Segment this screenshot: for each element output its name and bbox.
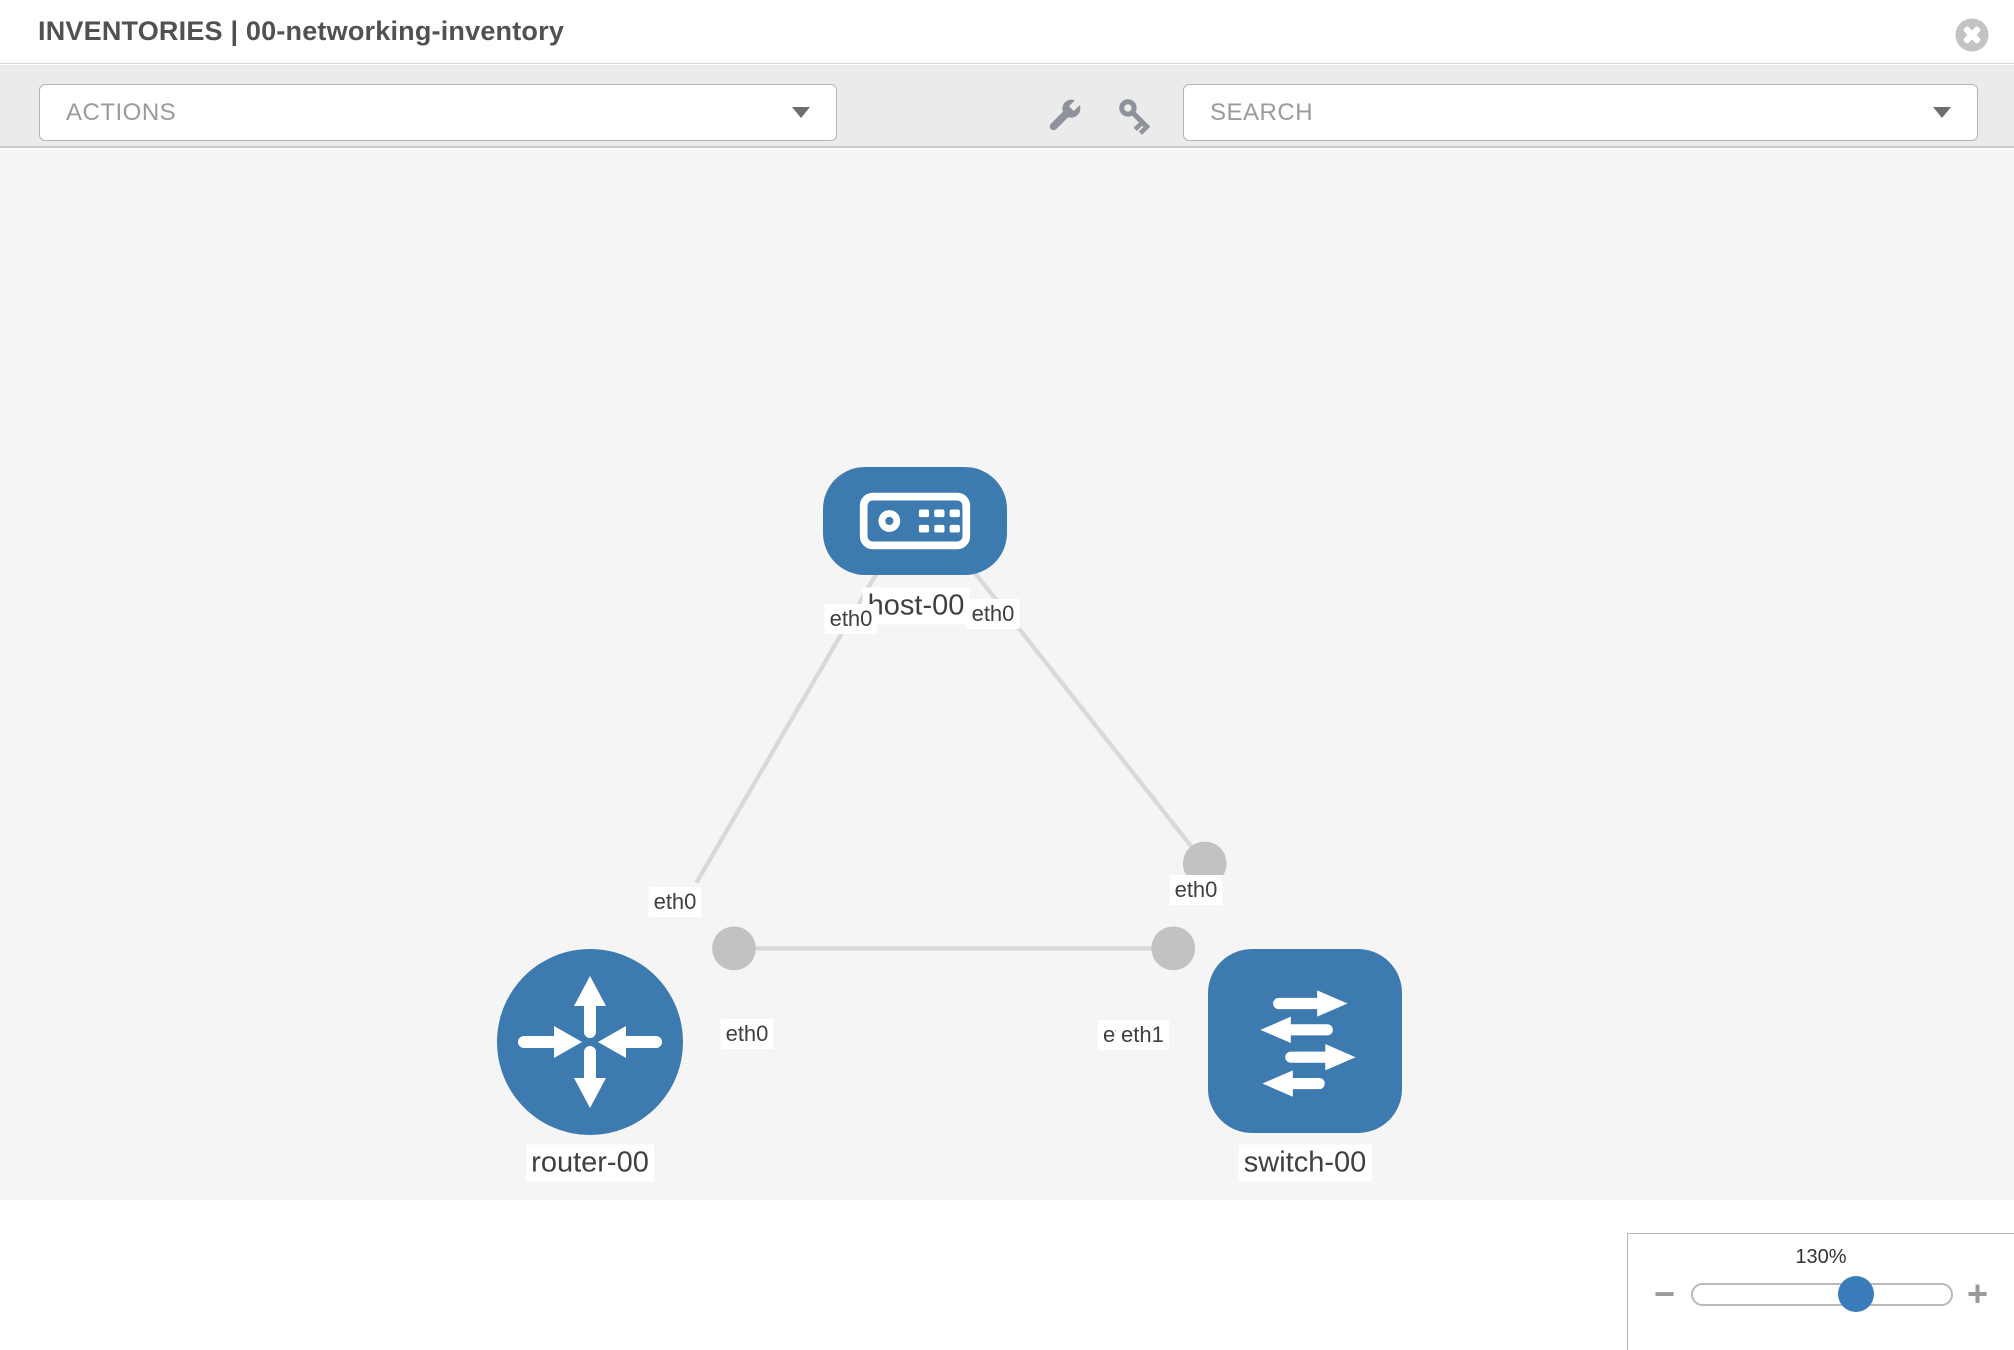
- zoom-out-button[interactable]: −: [1654, 1273, 1676, 1314]
- node-label-host: host-00: [862, 587, 970, 625]
- zoom-slider-handle[interactable]: [1837, 1276, 1874, 1312]
- topology-canvas[interactable]: host-00 router-00 switch-00 eth0 eth0 et…: [0, 150, 2014, 1350]
- chevron-down-icon: [1933, 107, 1951, 118]
- zoom-percentage: 130%: [1795, 1246, 1847, 1268]
- wrench-icon[interactable]: [1043, 93, 1087, 137]
- page-title: INVENTORIES | 00-networking-inventory: [38, 16, 565, 46]
- router-arrows-icon: [518, 976, 662, 1108]
- node-label-switch: switch-00: [1238, 1144, 1372, 1182]
- switch-arrows-icon: [1260, 990, 1356, 1097]
- interface-dot-switch-left: [1151, 926, 1196, 971]
- interface-label: eth0: [720, 1019, 774, 1049]
- node-switch-00[interactable]: [1208, 949, 1402, 1133]
- interface-label: eth0: [824, 604, 878, 634]
- close-icon[interactable]: [1954, 17, 1990, 53]
- interface-label: eth0: [1169, 875, 1223, 905]
- node-host-00[interactable]: [823, 467, 1007, 575]
- actions-dropdown[interactable]: ACTIONS: [39, 84, 837, 141]
- key-icon[interactable]: [1113, 93, 1157, 137]
- actions-dropdown-label: ACTIONS: [66, 98, 177, 126]
- node-router-00[interactable]: [497, 949, 683, 1135]
- interface-label: eth0: [648, 887, 702, 917]
- zoom-control-panel: 130% − +: [1627, 1233, 2014, 1350]
- chevron-down-icon: [792, 107, 810, 118]
- interface-dot-router: [712, 926, 756, 971]
- search-placeholder: SEARCH: [1210, 98, 1314, 126]
- zoom-in-button[interactable]: +: [1967, 1273, 1989, 1314]
- node-label-router: router-00: [526, 1144, 654, 1182]
- search-dropdown[interactable]: SEARCH: [1183, 84, 1978, 141]
- link-host-router[interactable]: [694, 543, 896, 884]
- toolbar: ACTIONS SEARCH: [0, 65, 2014, 148]
- modal-header: INVENTORIES | 00-networking-inventory: [0, 0, 2014, 64]
- zoom-slider-track[interactable]: [1691, 1276, 1954, 1312]
- topology-links-layer: [694, 530, 1227, 971]
- interface-dot-switch-top: [1182, 841, 1227, 886]
- interface-label: eth1: [1116, 1020, 1169, 1050]
- interface-label: eth0: [966, 599, 1020, 629]
- host-device-icon: [859, 492, 971, 550]
